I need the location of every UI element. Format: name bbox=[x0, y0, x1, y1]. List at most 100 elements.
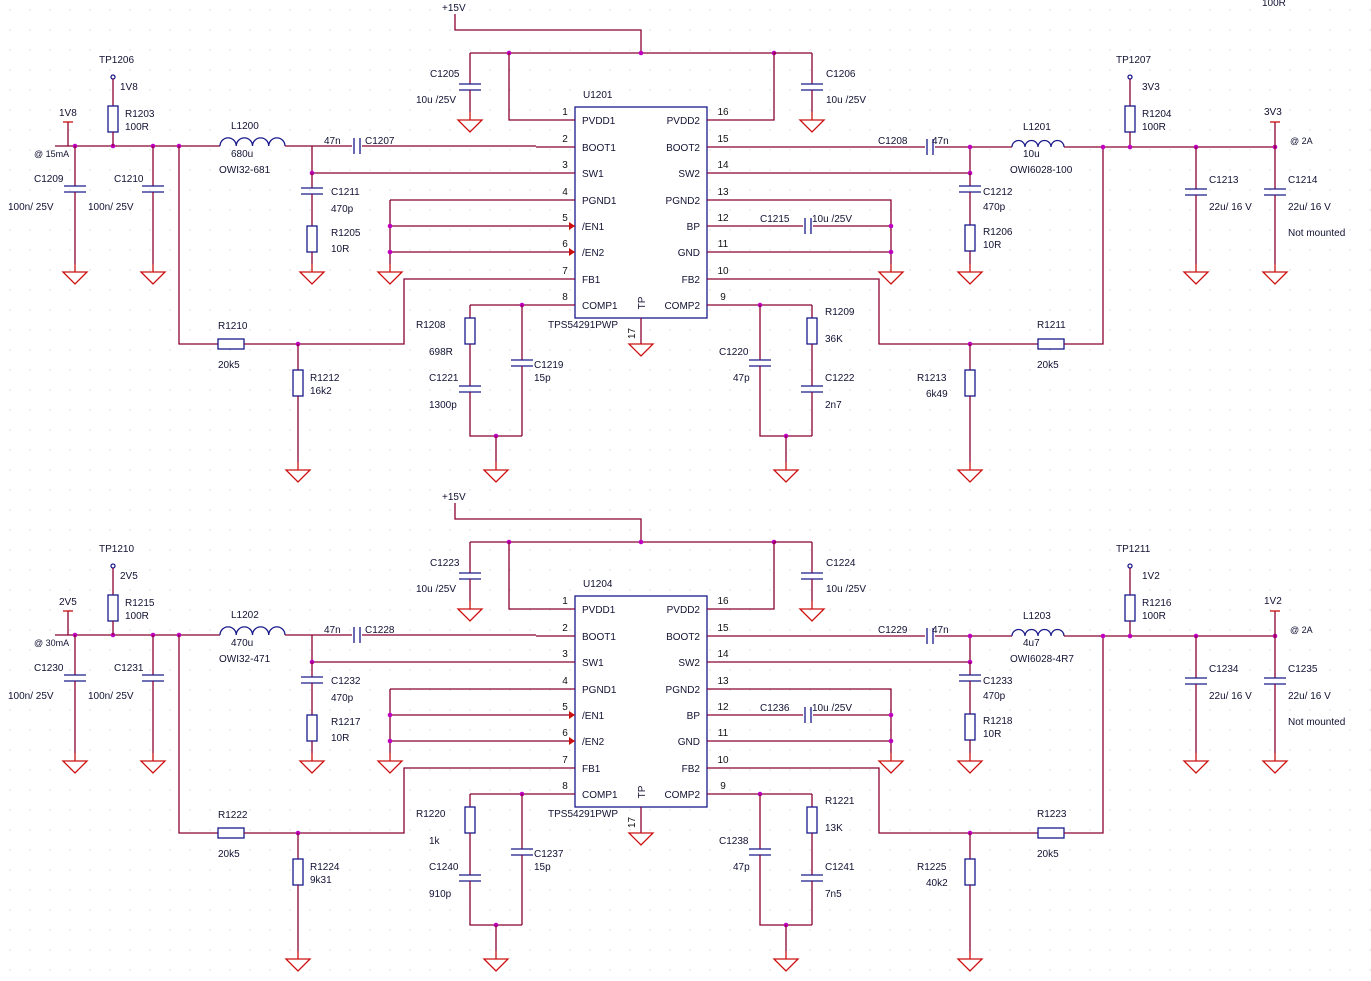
grid-dot bbox=[109, 89, 111, 91]
grid-dot bbox=[769, 269, 771, 271]
grid-dot bbox=[1189, 529, 1191, 531]
grid-dot bbox=[89, 529, 91, 531]
grid-dot bbox=[1049, 409, 1051, 411]
grid-dot bbox=[129, 709, 131, 711]
grid-dot bbox=[329, 449, 331, 451]
grid-dot bbox=[249, 449, 251, 451]
inductor-right bbox=[1011, 628, 1065, 637]
grid-dot bbox=[789, 9, 791, 11]
grid-dot bbox=[949, 109, 951, 111]
grid-dot bbox=[1009, 189, 1011, 191]
grid-dot bbox=[709, 829, 711, 831]
grid-dot bbox=[49, 869, 51, 871]
grid-dot bbox=[49, 649, 51, 651]
grid-dot bbox=[689, 829, 691, 831]
grid-dot bbox=[429, 889, 431, 891]
grid-dot bbox=[229, 29, 231, 31]
grid-dot bbox=[449, 729, 451, 731]
grid-dot bbox=[809, 509, 811, 511]
grid-dot bbox=[269, 369, 271, 371]
grid-dot bbox=[169, 109, 171, 111]
grid-dot bbox=[229, 789, 231, 791]
grid-dot bbox=[729, 569, 731, 571]
grid-dot bbox=[89, 829, 91, 831]
grid-dot bbox=[469, 949, 471, 951]
grid-dot bbox=[289, 189, 291, 191]
grid-dot bbox=[409, 729, 411, 731]
grid-dot bbox=[1309, 949, 1311, 951]
grid-dot bbox=[389, 509, 391, 511]
grid-dot bbox=[1089, 149, 1091, 151]
grid-dot bbox=[129, 69, 131, 71]
grid-dot bbox=[649, 929, 651, 931]
grid-dot bbox=[489, 869, 491, 871]
grid-dot bbox=[1329, 529, 1331, 531]
grid-dot bbox=[9, 69, 11, 71]
grid-dot bbox=[189, 9, 191, 11]
grid-dot bbox=[1169, 369, 1171, 371]
grid-dot bbox=[1269, 669, 1271, 671]
grid-dot bbox=[1009, 769, 1011, 771]
grid-dot bbox=[1009, 729, 1011, 731]
pin-name: PVDD2 bbox=[667, 605, 701, 616]
grid-dot bbox=[1349, 409, 1351, 411]
input-cap-right-ref: C1206 bbox=[826, 69, 856, 80]
grid-dot bbox=[1189, 869, 1191, 871]
grid-dot bbox=[1049, 889, 1051, 891]
grid-dot bbox=[1029, 129, 1031, 131]
grid-dot bbox=[1149, 889, 1151, 891]
grid-dot bbox=[9, 789, 11, 791]
grid-dot bbox=[709, 249, 711, 251]
snubber-capacitor-left bbox=[301, 187, 323, 195]
grid-dot bbox=[269, 69, 271, 71]
grid-dot bbox=[369, 369, 371, 371]
grid-dot bbox=[829, 869, 831, 871]
grid-dot bbox=[549, 469, 551, 471]
grid-dot bbox=[1069, 669, 1071, 671]
grid-dot bbox=[1129, 369, 1131, 371]
grid-dot bbox=[129, 769, 131, 771]
grid-dot bbox=[1149, 229, 1151, 231]
grid-dot bbox=[729, 169, 731, 171]
test-point-res-left-ref: R1215 bbox=[125, 598, 155, 609]
grid-dot bbox=[689, 369, 691, 371]
grid-dot bbox=[789, 549, 791, 551]
grid-dot bbox=[409, 889, 411, 891]
grid-dot bbox=[449, 149, 451, 151]
grid-dot bbox=[389, 849, 391, 851]
grid-dot bbox=[49, 129, 51, 131]
grid-dot bbox=[29, 149, 31, 151]
grid-dot bbox=[449, 949, 451, 951]
grid-dot bbox=[569, 469, 571, 471]
grid-dot bbox=[909, 269, 911, 271]
comp-capacitor-left-2 bbox=[511, 359, 533, 367]
pin-number: 7 bbox=[562, 266, 568, 277]
grid-dot bbox=[309, 489, 311, 491]
ground-symbol bbox=[482, 951, 510, 972]
grid-dot bbox=[729, 49, 731, 51]
grid-dot bbox=[549, 949, 551, 951]
grid-dot bbox=[1069, 289, 1071, 291]
feedback-res-right-top-value: 20k5 bbox=[1037, 360, 1059, 371]
grid-dot bbox=[1329, 849, 1331, 851]
grid-dot bbox=[489, 89, 491, 91]
grid-dot bbox=[209, 69, 211, 71]
grid-dot bbox=[1209, 609, 1211, 611]
grid-dot bbox=[1089, 349, 1091, 351]
grid-dot bbox=[1049, 9, 1051, 11]
grid-dot bbox=[69, 749, 71, 751]
grid-dot bbox=[329, 329, 331, 331]
grid-dot bbox=[1069, 689, 1071, 691]
grid-dot bbox=[1169, 189, 1171, 191]
grid-dot bbox=[869, 789, 871, 791]
pvdd1-wire bbox=[508, 542, 536, 610]
comp-capacitor-right-1 bbox=[749, 359, 771, 367]
grid-dot bbox=[489, 369, 491, 371]
grid-dot bbox=[469, 289, 471, 291]
grid-dot bbox=[1369, 149, 1371, 151]
signal-arrow bbox=[569, 248, 575, 256]
grid-dot bbox=[889, 749, 891, 751]
bp-cap-value: 10u /25V bbox=[812, 703, 852, 714]
grid-dot bbox=[529, 409, 531, 411]
pin-name: FB1 bbox=[582, 764, 601, 775]
